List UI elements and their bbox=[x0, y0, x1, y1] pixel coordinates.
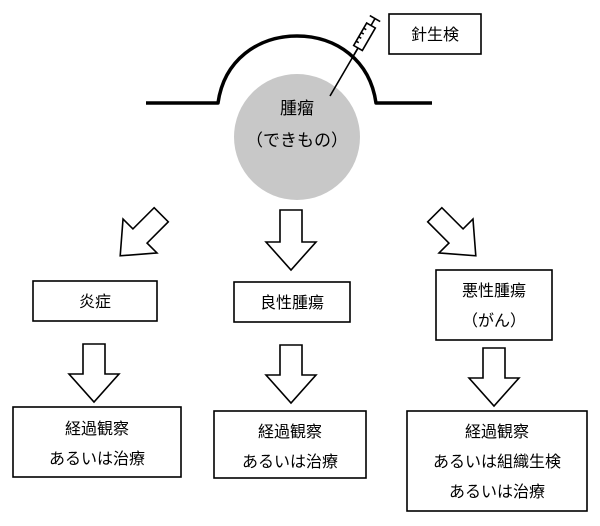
needle-line bbox=[329, 47, 359, 97]
action-line-1-benign: 経過観察 bbox=[258, 422, 322, 441]
action-line-1-malignant: 経過観察 bbox=[465, 422, 529, 441]
biopsy-box bbox=[388, 13, 482, 55]
action-line-2-benign: あるいは治療 bbox=[242, 452, 338, 471]
category-sublabel-malignant: （がん） bbox=[462, 311, 526, 330]
tumor-label: 腫瘤 bbox=[280, 99, 314, 119]
syringe-icon bbox=[352, 14, 381, 58]
action-line-1-inflammation: 経過観察 bbox=[65, 419, 129, 438]
tumor-sublabel: （できもの） bbox=[246, 131, 348, 151]
category-label-inflammation: 炎症 bbox=[79, 292, 111, 311]
action-line-2-malignant: あるいは組織生検 bbox=[433, 452, 561, 471]
action-line-3-malignant: あるいは治療 bbox=[449, 482, 545, 501]
down-arrow-inflammation bbox=[67, 343, 121, 404]
action-box-inflammation bbox=[12, 406, 182, 478]
category-label-malignant: 悪性腫瘍 bbox=[462, 281, 526, 300]
category-box-benign bbox=[233, 281, 351, 323]
down-arrow-malignant bbox=[467, 347, 521, 408]
category-label-benign: 良性腫瘍 bbox=[260, 293, 324, 312]
action-box-benign bbox=[213, 410, 367, 479]
action-line-2-inflammation: あるいは治療 bbox=[49, 449, 145, 468]
skin-surface-line bbox=[146, 34, 432, 105]
tumor-circle bbox=[234, 74, 360, 200]
branch-arrow-left bbox=[119, 206, 170, 257]
biopsy-label: 針生検 bbox=[411, 25, 459, 44]
category-box-inflammation bbox=[32, 280, 158, 322]
branch-arrow-center bbox=[264, 209, 318, 272]
category-box-malignant bbox=[435, 269, 553, 341]
down-arrow-benign bbox=[264, 344, 318, 405]
action-box-malignant bbox=[406, 410, 588, 512]
branch-arrow-right bbox=[426, 206, 477, 257]
